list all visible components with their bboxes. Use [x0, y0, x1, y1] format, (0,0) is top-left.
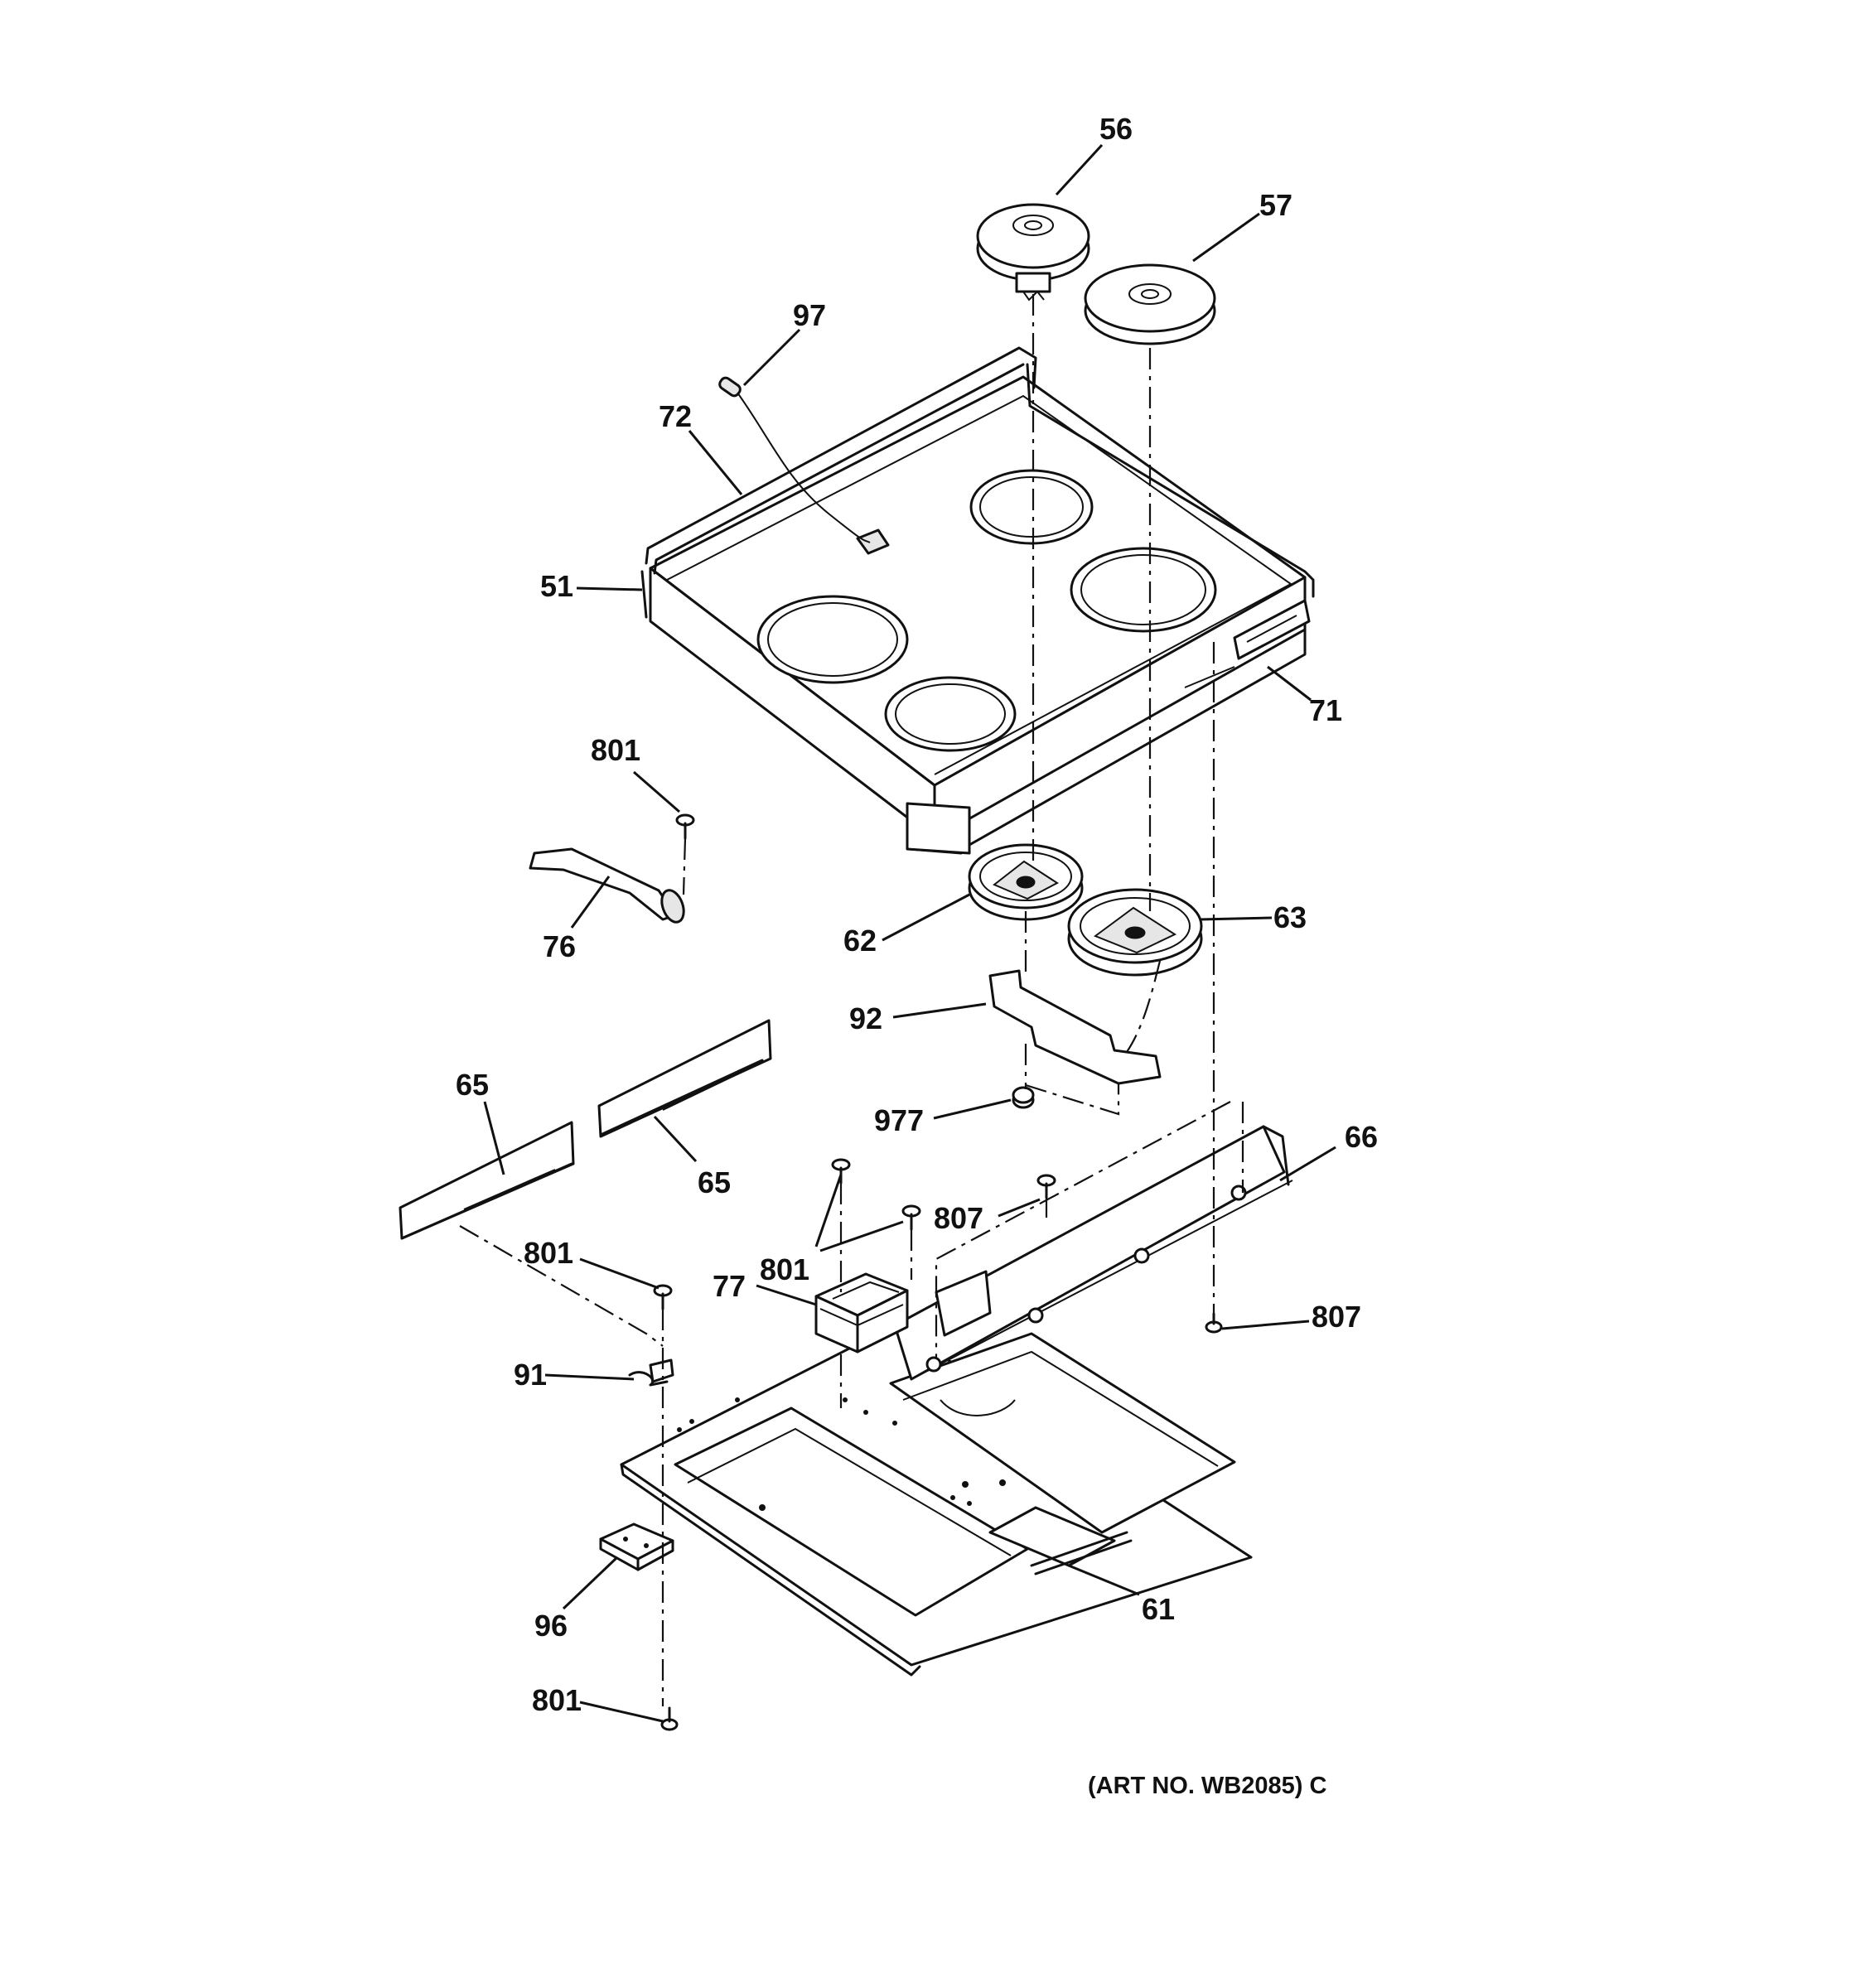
callout-56: 56: [1099, 112, 1133, 146]
screw-807-lower: [1205, 1312, 1223, 1334]
callout-801-left: 801: [524, 1236, 573, 1270]
burner-base-63: [1067, 888, 1203, 977]
callout-97: 97: [793, 298, 826, 332]
callout-61: 61: [1142, 1592, 1175, 1626]
callout-65-right: 65: [698, 1165, 731, 1199]
callout-807-lower: 807: [1312, 1300, 1361, 1334]
assembly-lines: [459, 294, 1244, 1706]
callout-96: 96: [534, 1609, 568, 1643]
bracket-96: [599, 1522, 674, 1571]
screw-801-top: [675, 813, 695, 840]
callout-807-upper: 807: [934, 1201, 983, 1235]
burner-knob-56: [976, 203, 1090, 302]
trim-strip-65-lower: [399, 1121, 575, 1240]
screw-801-left: [653, 1284, 673, 1310]
callout-72: 72: [659, 399, 692, 433]
trim-strip-65-upper: [597, 1019, 772, 1138]
art-number-caption: (ART NO. WB2085) C: [1088, 1773, 1326, 1799]
screw-801-bottom: [660, 1706, 679, 1731]
base-pan-61: [620, 1324, 1253, 1677]
callout-91: 91: [514, 1358, 547, 1392]
screw-801-box-right: [901, 1204, 921, 1231]
callout-66: 66: [1345, 1120, 1378, 1154]
callout-labels: 56 57 97 72 51 71 801 76 62 63 92 977 65…: [456, 112, 1378, 1799]
screw-801-box-left: [831, 1158, 851, 1185]
bracket-92: [988, 969, 1162, 1085]
screw-807-upper: [1036, 1174, 1056, 1199]
callout-801-bottom: 801: [532, 1683, 582, 1717]
callout-57: 57: [1259, 188, 1292, 222]
duct-76: [529, 847, 685, 924]
callout-977: 977: [874, 1103, 924, 1137]
wire-lead-97: [718, 376, 871, 543]
callout-801-top: 801: [591, 733, 640, 767]
callout-77: 77: [713, 1269, 746, 1303]
callout-71: 71: [1309, 693, 1342, 727]
leader-lines: [483, 143, 1336, 1723]
burner-base-62: [968, 843, 1084, 921]
side-trim-71: [1184, 599, 1311, 688]
rear-rail-66: [893, 1125, 1293, 1381]
nut-977: [1012, 1086, 1035, 1109]
cooktop-main-top: [640, 346, 1315, 855]
callout-92: 92: [849, 1001, 882, 1035]
control-box-77: [814, 1272, 909, 1353]
clip-91: [628, 1358, 674, 1387]
callout-65-left: 65: [456, 1068, 489, 1102]
callout-62: 62: [843, 924, 877, 958]
callout-63: 63: [1273, 900, 1307, 934]
callout-76: 76: [543, 929, 576, 963]
burner-cap-57: [1084, 263, 1216, 345]
callout-801-box: 801: [760, 1252, 809, 1286]
callout-51: 51: [540, 569, 573, 603]
